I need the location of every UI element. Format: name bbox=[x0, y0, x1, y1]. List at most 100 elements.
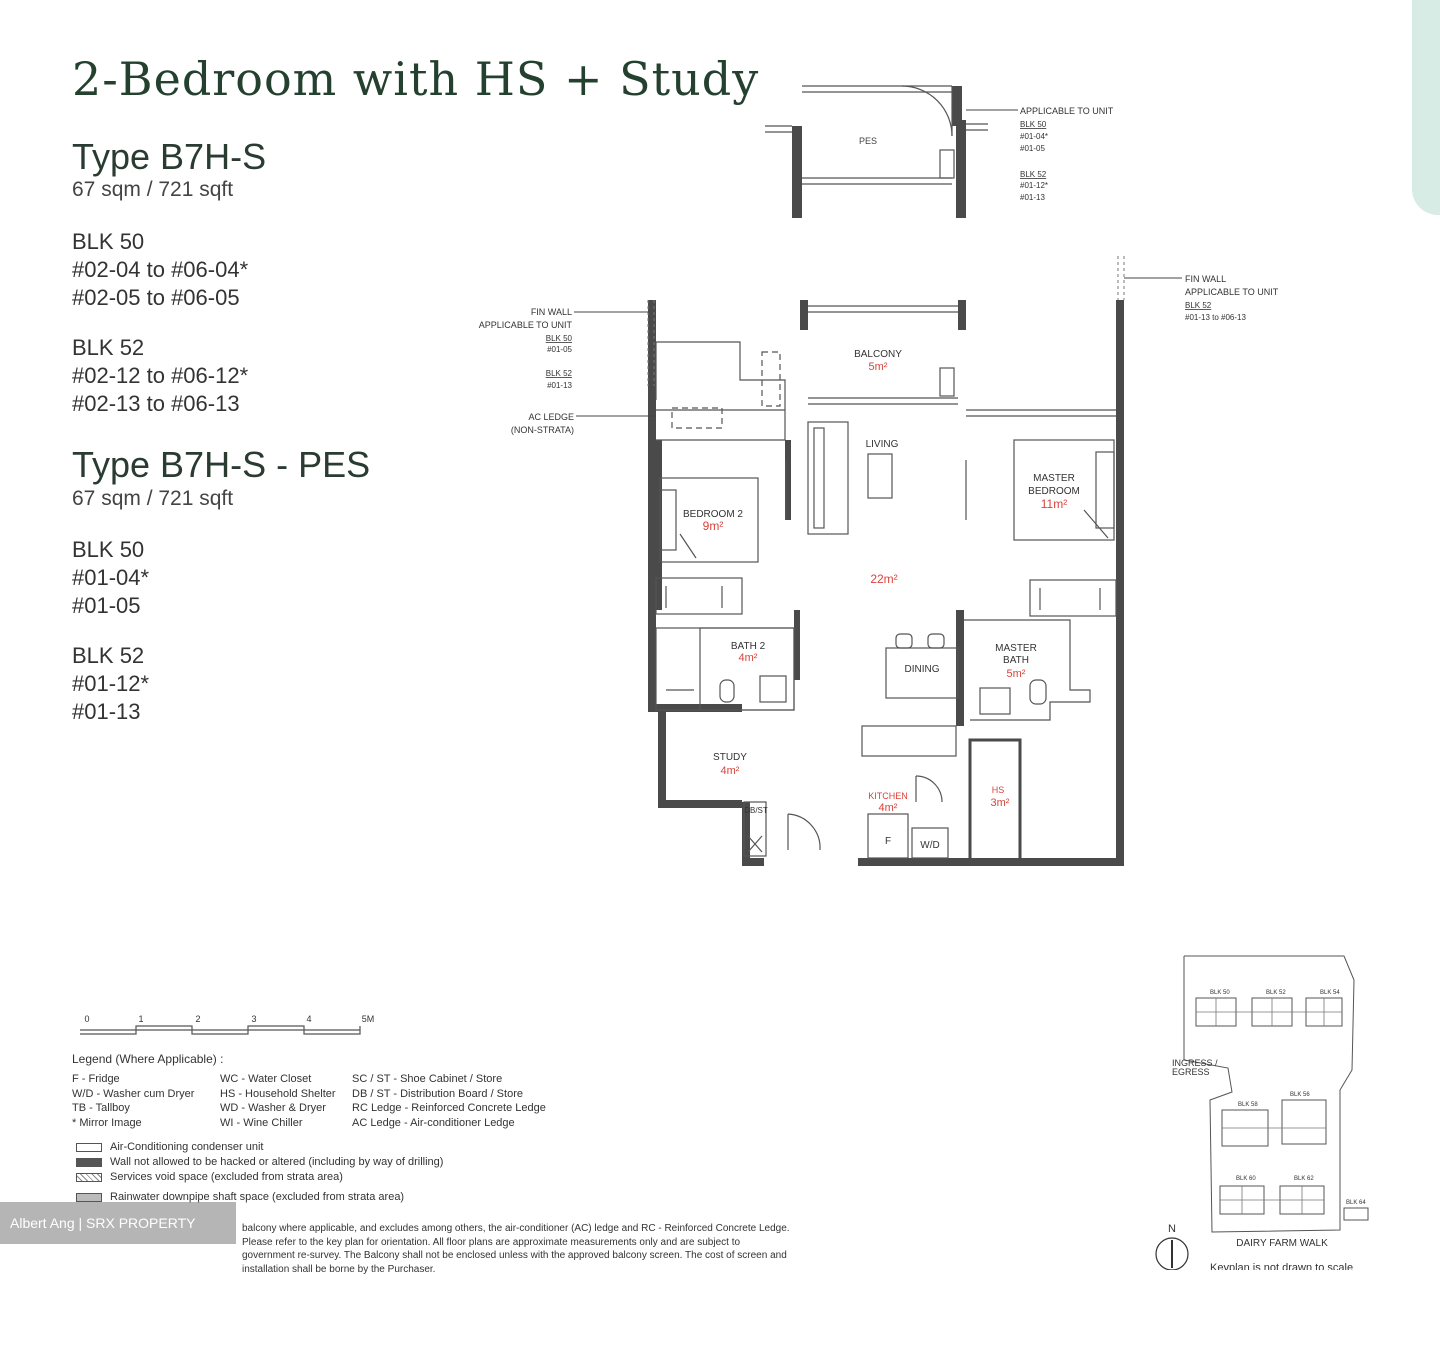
study-label: STUDY bbox=[713, 752, 747, 763]
ac-ledge-callout: AC LEDGE bbox=[528, 412, 574, 422]
fin-wall-left-callout: APPLICABLE TO UNIT bbox=[479, 320, 573, 330]
scale-bar: 0 1 2 3 4 5M bbox=[80, 1014, 375, 1035]
legend-symbol-text: Wall not allowed to be hacked or altered… bbox=[110, 1156, 444, 1168]
bedroom2-label: BEDROOM 2 bbox=[683, 509, 743, 520]
master-bath-area: 5m² bbox=[1007, 668, 1026, 680]
fin-wall-right-callout: #01-13 to #06-13 bbox=[1185, 313, 1246, 322]
services-void-symbol bbox=[76, 1172, 102, 1182]
legend-item: WI - Wine Chiller bbox=[220, 1116, 303, 1129]
unit-number: #01-12* bbox=[72, 671, 150, 696]
legend-item: DB / ST - Distribution Board / Store bbox=[352, 1087, 523, 1100]
pes-callout-blk: BLK 50 bbox=[1020, 120, 1047, 129]
fin-wall-left-callout: BLK 50 bbox=[546, 334, 573, 343]
legend-item: WC - Water Closet bbox=[220, 1073, 312, 1085]
fin-wall-left-callout: #01-05 bbox=[547, 345, 572, 354]
study-area: 4m² bbox=[721, 765, 740, 777]
north-label: N bbox=[1168, 1223, 1176, 1235]
keyplan-road-label: DAIRY FARM WALK bbox=[1236, 1238, 1328, 1249]
bath2-area: 4m² bbox=[739, 652, 758, 664]
unit-number: #01-04* bbox=[72, 565, 150, 590]
legend-item: HS - Household Shelter bbox=[220, 1087, 336, 1100]
north-arrow-icon bbox=[1155, 1237, 1189, 1270]
pes-callout-title: APPLICABLE TO UNIT bbox=[1020, 106, 1114, 116]
ac-condenser-symbol bbox=[76, 1142, 102, 1152]
block-label: BLK 52 bbox=[72, 643, 145, 668]
pes-callout-unit: #01-13 bbox=[1020, 193, 1045, 202]
unit-range: #02-12 to #06-12* bbox=[72, 363, 249, 388]
legend-column: F - Fridge W/D - Washer cum Dryer TB - T… bbox=[72, 1072, 194, 1130]
legend-symbol-text: Air-Conditioning condenser unit bbox=[110, 1141, 264, 1153]
pes-callout-blk: BLK 52 bbox=[1020, 170, 1047, 179]
type-area: 67 sqm / 721 sqft bbox=[72, 178, 234, 201]
type-title: Type B7H-S bbox=[72, 136, 267, 177]
keyplan-block-label: BLK 52 bbox=[1266, 990, 1286, 996]
scale-tick: 0 bbox=[84, 1014, 89, 1024]
legend-item: * Mirror Image bbox=[72, 1116, 142, 1129]
keyplan-egress: EGRESS bbox=[1172, 1067, 1210, 1077]
legend-column: WC - Water Closet HS - Household Shelter… bbox=[220, 1072, 336, 1130]
pes-callout-unit: #01-05 bbox=[1020, 144, 1045, 153]
fridge-label: F bbox=[885, 836, 891, 847]
legend-symbol-row: Air-Conditioning condenser unit bbox=[76, 1141, 263, 1153]
unit-range: #02-04 to #06-04* bbox=[72, 257, 249, 282]
kitchen-label: KITCHEN bbox=[868, 791, 908, 801]
legend-item: AC Ledge - Air-conditioner Ledge bbox=[352, 1116, 515, 1129]
page-title: 2-Bedroom with HS + Study bbox=[72, 52, 760, 106]
block-label: BLK 50 bbox=[72, 229, 145, 254]
legend-symbol-row: Wall not allowed to be hacked or altered… bbox=[76, 1156, 443, 1168]
fin-wall-left-callout: FIN WALL bbox=[531, 307, 572, 317]
unit-range: #02-13 to #06-13 bbox=[72, 391, 240, 416]
block-label: BLK 50 bbox=[72, 537, 145, 562]
fin-wall-left-callout: #01-13 bbox=[547, 381, 572, 390]
fin-wall-right-callout: BLK 52 bbox=[1185, 301, 1212, 310]
scale-tick: 5M bbox=[362, 1014, 375, 1024]
keyplan-ingress: INGRESS / bbox=[1172, 1058, 1218, 1068]
legend-item: RC Ledge - Reinforced Concrete Ledge bbox=[352, 1102, 546, 1114]
keyplan-block-label: BLK 58 bbox=[1238, 1102, 1258, 1108]
keyplan-note: Keyplan is not drawn to scale bbox=[1210, 1262, 1353, 1270]
legend-column: SC / ST - Shoe Cabinet / Store DB / ST -… bbox=[352, 1072, 546, 1130]
legend-symbol-text: Services void space (excluded from strat… bbox=[110, 1171, 343, 1183]
legend-symbol-row: Services void space (excluded from strat… bbox=[76, 1171, 343, 1183]
legend-symbol-row: Rainwater downpipe shaft space (excluded… bbox=[76, 1191, 404, 1203]
hs-area: 3m² bbox=[991, 797, 1010, 809]
scale-tick: 1 bbox=[138, 1014, 143, 1024]
pes-label: PES bbox=[859, 136, 877, 146]
keyplan-block-label: BLK 62 bbox=[1294, 1176, 1314, 1182]
master-bedroom-label: BEDROOM bbox=[1028, 486, 1080, 497]
living-label: LIVING bbox=[866, 439, 899, 450]
master-bedroom-area: 11m² bbox=[1041, 497, 1067, 511]
hs-label: HS bbox=[992, 785, 1005, 795]
keyplan-block-label: BLK 60 bbox=[1236, 1176, 1256, 1182]
rainwater-shaft-symbol bbox=[76, 1192, 102, 1202]
legend-symbol-text: Rainwater downpipe shaft space (excluded… bbox=[110, 1191, 405, 1203]
keyplan-block-label: BLK 50 bbox=[1210, 990, 1230, 996]
master-bath-label: BATH bbox=[1003, 655, 1029, 666]
dining-label: DINING bbox=[905, 664, 940, 675]
type-area-pes: 67 sqm / 721 sqft bbox=[72, 487, 234, 510]
structural-wall-symbol bbox=[76, 1157, 102, 1167]
keyplan-block-label: BLK 56 bbox=[1290, 1092, 1310, 1098]
pes-callout-unit: #01-04* bbox=[1020, 132, 1048, 141]
pes-callout-unit: #01-12* bbox=[1020, 181, 1048, 190]
legend-item: W/D - Washer cum Dryer bbox=[72, 1087, 195, 1100]
kitchen-area: 4m² bbox=[879, 802, 898, 814]
unit-range: #02-05 to #06-05 bbox=[72, 285, 240, 310]
legend-item: TB - Tallboy bbox=[72, 1102, 130, 1114]
bath2-label: BATH 2 bbox=[731, 641, 766, 652]
legend-item: SC / ST - Shoe Cabinet / Store bbox=[352, 1073, 503, 1085]
master-bath-label: MASTER bbox=[995, 643, 1037, 654]
legend-item: WD - Washer & Dryer bbox=[220, 1102, 326, 1114]
fin-wall-right-callout: FIN WALL bbox=[1185, 274, 1226, 284]
living-area: 22m² bbox=[870, 572, 897, 586]
scale-tick: 4 bbox=[306, 1014, 311, 1024]
fin-wall-left-callout: BLK 52 bbox=[546, 369, 573, 378]
block-label: BLK 52 bbox=[72, 335, 145, 360]
scale-tick: 3 bbox=[251, 1014, 256, 1024]
washer-label: W/D bbox=[920, 840, 939, 851]
balcony-area: 5m² bbox=[869, 361, 888, 373]
key-plan-diagram: BLK 50 BLK 52 BLK 54 INGRESS / EGRESS BL… bbox=[1155, 955, 1369, 1270]
floor-plan-diagram: PES APPLICABLE TO UNIT BLK 50 #01-04* #0… bbox=[479, 85, 1279, 866]
watermark: Albert Ang | SRX PROPERTY bbox=[0, 1202, 236, 1244]
disclaimer-note: balcony where applicable, and excludes a… bbox=[242, 1223, 790, 1275]
